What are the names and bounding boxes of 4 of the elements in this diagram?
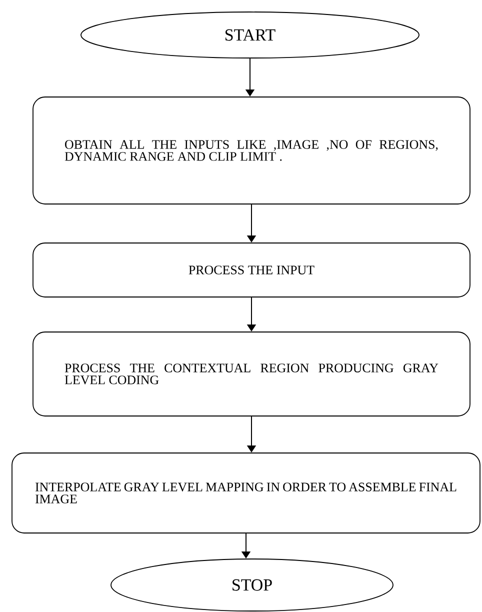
process-box: OBTAIN ALL THE INPUTS LIKE ,IMAGE ,NO OF REGIONS, DYNAMIC RANGE AND CLIP LIMIT .: [32, 96, 470, 204]
process-box: PROCESS THE INPUT: [32, 242, 470, 298]
process-box: PROCESS THE CONTEXTUAL REGION PRODUCING GRAY LEVEL CODING: [32, 332, 470, 416]
process-box: INTERPOLATE GRAY LEVEL MAPPING IN ORDER TO ASSEMBLE FINAL IMAGE: [12, 452, 480, 534]
